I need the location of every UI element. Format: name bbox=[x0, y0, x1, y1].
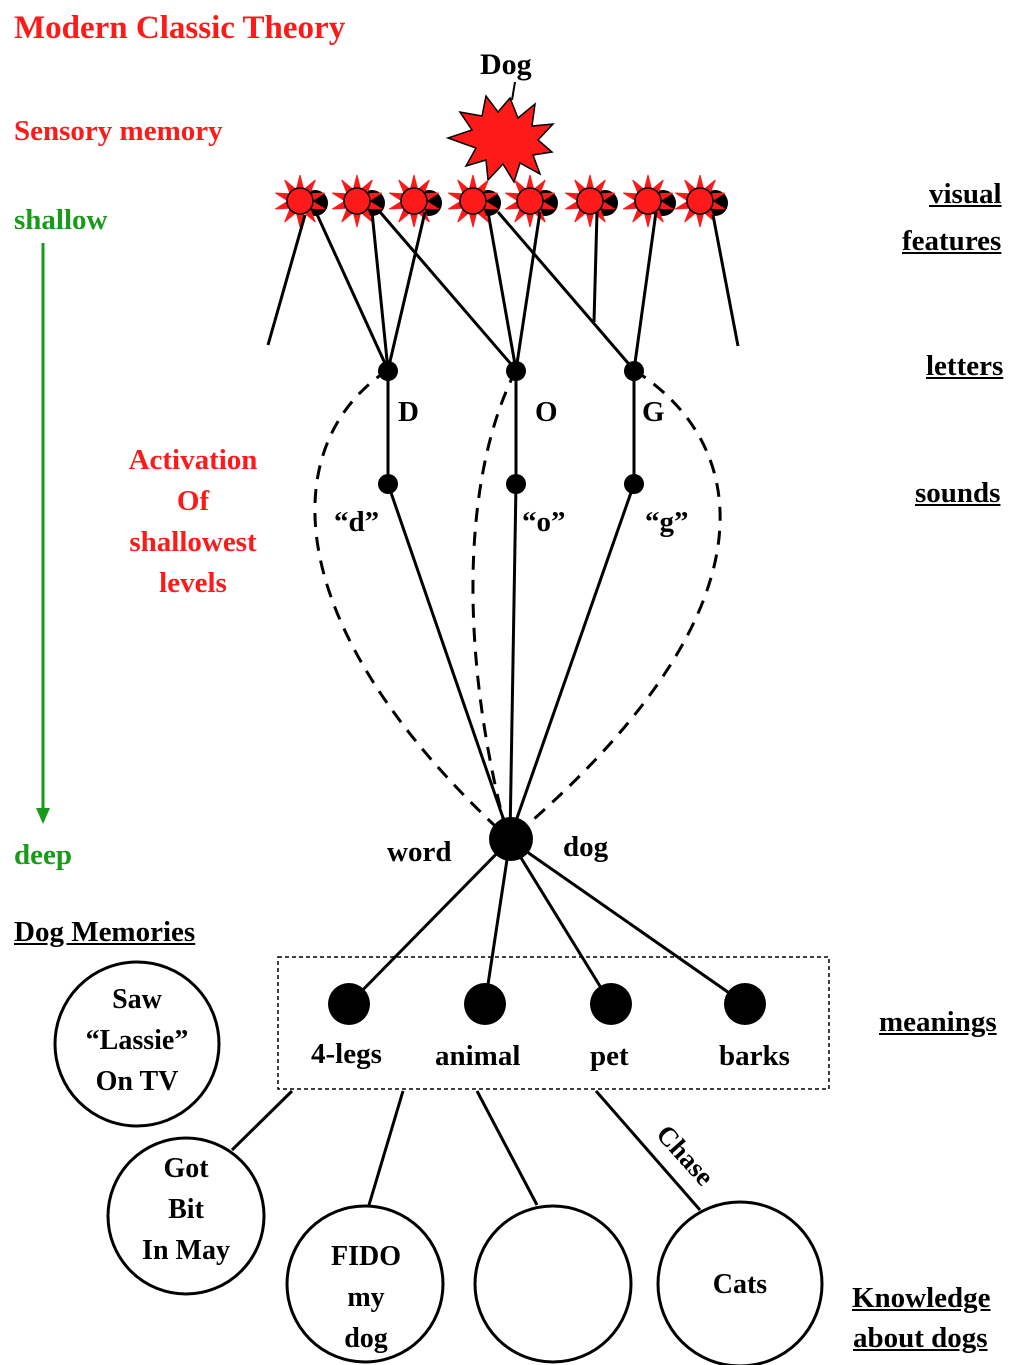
sound-d: “d” bbox=[334, 506, 380, 538]
memory-circle-bit bbox=[106, 1136, 266, 1296]
meaning-barks: barks bbox=[719, 1040, 790, 1072]
sound-word-lines bbox=[386, 483, 636, 839]
activation-line-3: shallowest bbox=[129, 526, 257, 558]
feature-detector-2 bbox=[332, 174, 385, 228]
memory-fido-line-2: my bbox=[347, 1282, 385, 1313]
stimulus-label: Dog bbox=[480, 48, 532, 81]
level-knowledge-1: Knowledge bbox=[852, 1282, 991, 1314]
memory-lassie-text: Saw “Lassie” On TV bbox=[57, 979, 217, 1102]
memory-circle-cats bbox=[656, 1200, 824, 1365]
level-letters: letters bbox=[926, 350, 1004, 382]
word-label: word bbox=[387, 836, 452, 868]
memory-bit-line-3: In May bbox=[142, 1235, 230, 1266]
depth-arrow-head bbox=[36, 808, 50, 824]
visual-feature-detectors bbox=[275, 174, 728, 228]
memory-circle-lassie bbox=[53, 960, 221, 1128]
stimulus-burst bbox=[445, 81, 555, 184]
memory-cats-line-1: Cats bbox=[712, 1269, 768, 1300]
meaning-memory-lines bbox=[230, 1089, 702, 1211]
level-visual-2: features bbox=[902, 225, 1002, 257]
activation-line-1: Activation bbox=[128, 444, 258, 476]
memory-lassie-line-3: On TV bbox=[95, 1066, 179, 1097]
dog-memories-label: Dog Memories bbox=[14, 916, 196, 948]
feature-detector-7 bbox=[623, 174, 676, 228]
memory-circles bbox=[53, 960, 824, 1365]
feature-detector-1 bbox=[275, 174, 328, 228]
memory-fido-line-1: FIDO bbox=[331, 1241, 401, 1272]
word-meaning-lines bbox=[347, 838, 746, 1006]
deep-label: deep bbox=[14, 839, 72, 871]
feature-detector-5 bbox=[505, 174, 558, 228]
page-title: Modern Classic Theory bbox=[14, 10, 346, 46]
activation-line-4: levels bbox=[159, 567, 227, 599]
activation-label: Activation Of shallowest levels bbox=[110, 440, 276, 604]
memory-cats-text: Cats bbox=[660, 1264, 820, 1305]
memory-lassie-line-2: “Lassie” bbox=[85, 1025, 189, 1056]
letter-sound-lines bbox=[386, 370, 636, 484]
letter-o: O bbox=[535, 396, 558, 428]
level-sounds: sounds bbox=[915, 477, 1001, 509]
meaning-animal: animal bbox=[435, 1040, 521, 1072]
memory-lassie-line-1: Saw bbox=[112, 984, 162, 1015]
level-visual-1: visual bbox=[929, 178, 1002, 210]
direct-letter-word-paths bbox=[313, 368, 722, 840]
sensory-memory-label: Sensory memory bbox=[14, 115, 223, 147]
feature-detector-4 bbox=[448, 174, 501, 228]
meanings-box bbox=[277, 956, 830, 1090]
word-value: dog bbox=[563, 831, 609, 863]
memory-fido-text: FIDO my dog bbox=[286, 1236, 446, 1359]
sound-g: “g” bbox=[645, 506, 689, 538]
memory-fido-line-3: dog bbox=[344, 1323, 388, 1354]
level-knowledge-2: about dogs bbox=[853, 1322, 988, 1354]
letter-nodes bbox=[378, 361, 644, 381]
chase-label: Chase bbox=[651, 1119, 720, 1191]
memory-circle-fido bbox=[285, 1204, 445, 1364]
feature-detector-8 bbox=[675, 174, 728, 228]
meaning-nodes bbox=[328, 983, 766, 1025]
shallow-label: shallow bbox=[14, 204, 108, 236]
letter-d: D bbox=[398, 396, 419, 428]
activation-line-2: Of bbox=[176, 485, 210, 517]
feature-detector-6 bbox=[565, 174, 618, 228]
memory-bit-line-1: Got bbox=[163, 1153, 209, 1184]
memory-bit-text: Got Bit In May bbox=[106, 1148, 266, 1271]
sound-o: “o” bbox=[522, 506, 566, 538]
feature-letter-lines bbox=[266, 209, 740, 371]
meaning-4-legs: 4-legs bbox=[311, 1038, 382, 1070]
feature-detector-3 bbox=[389, 174, 442, 228]
memory-circle-empty bbox=[473, 1204, 633, 1364]
word-node bbox=[489, 817, 533, 861]
sound-nodes bbox=[378, 474, 644, 494]
letter-g: G bbox=[642, 396, 665, 428]
meaning-pet: pet bbox=[590, 1040, 629, 1072]
memory-bit-line-2: Bit bbox=[168, 1194, 204, 1225]
level-meanings: meanings bbox=[879, 1006, 997, 1038]
